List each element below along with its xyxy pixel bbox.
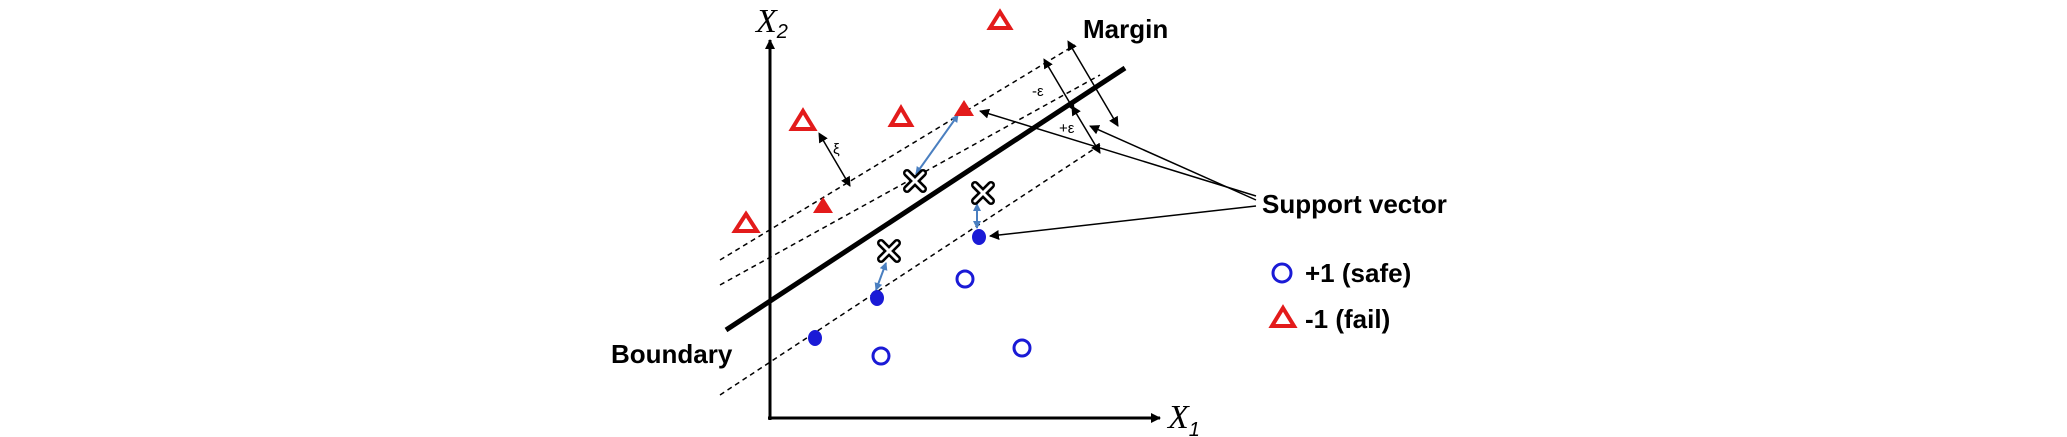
filled-triangle-icon xyxy=(954,100,974,116)
open-triangle-icon xyxy=(986,8,1014,30)
open-circle-icon xyxy=(1012,338,1032,358)
support-vector-label: Support vector xyxy=(1262,189,1447,219)
boundary-line xyxy=(724,65,1127,333)
cross-marker-icon xyxy=(877,239,901,263)
safe-points-open xyxy=(871,269,1032,366)
pointer-arrow xyxy=(979,108,1257,197)
cross-markers xyxy=(877,169,995,263)
fail-support-vectors xyxy=(813,100,974,213)
pointer-arrow xyxy=(989,205,1257,240)
x-axis-label: X1 xyxy=(1166,399,1200,437)
distance-arrows xyxy=(874,114,981,291)
open-triangle-icon xyxy=(788,107,818,131)
filled-triangle-icon xyxy=(813,197,833,213)
distance-arrow xyxy=(874,262,888,291)
safe-support-vectors xyxy=(808,229,986,346)
minus-epsilon-arrow xyxy=(1043,58,1075,111)
xi-arrow xyxy=(818,132,851,187)
boundary-label: Boundary xyxy=(611,339,733,369)
support-vector-pointers xyxy=(979,108,1257,240)
lower-margin-line xyxy=(719,144,1101,396)
cross-marker-icon xyxy=(903,169,927,193)
filled-circle-icon xyxy=(808,330,822,346)
filled-circle-icon xyxy=(870,290,884,306)
open-triangle-icon xyxy=(731,210,761,233)
open-circle-icon xyxy=(955,269,975,289)
pointer-arrow xyxy=(1089,125,1257,201)
distance-arrow xyxy=(915,114,959,175)
open-circle-icon xyxy=(1271,262,1293,284)
legend-fail-label: -1 (fail) xyxy=(1305,304,1390,334)
y-axis-label: X2 xyxy=(754,3,788,43)
margin-arrow xyxy=(1067,40,1119,127)
legend: +1 (safe) -1 (fail) xyxy=(1268,258,1411,334)
open-triangle-icon xyxy=(1268,304,1298,328)
margin-arrows: -ε +ε ξ xyxy=(818,40,1119,187)
cross-marker-icon xyxy=(971,181,995,205)
xi-label: ξ xyxy=(833,141,840,158)
margin-label: Margin xyxy=(1083,14,1168,44)
plus-epsilon-label: +ε xyxy=(1059,120,1075,137)
open-circle-icon xyxy=(871,346,891,366)
filled-circle-icon xyxy=(972,229,986,245)
outer-upper-margin-line xyxy=(719,44,1076,261)
fail-points-open xyxy=(731,8,1014,233)
open-triangle-icon xyxy=(887,104,915,127)
minus-epsilon-label: -ε xyxy=(1032,83,1044,100)
legend-safe-label: +1 (safe) xyxy=(1305,258,1411,288)
